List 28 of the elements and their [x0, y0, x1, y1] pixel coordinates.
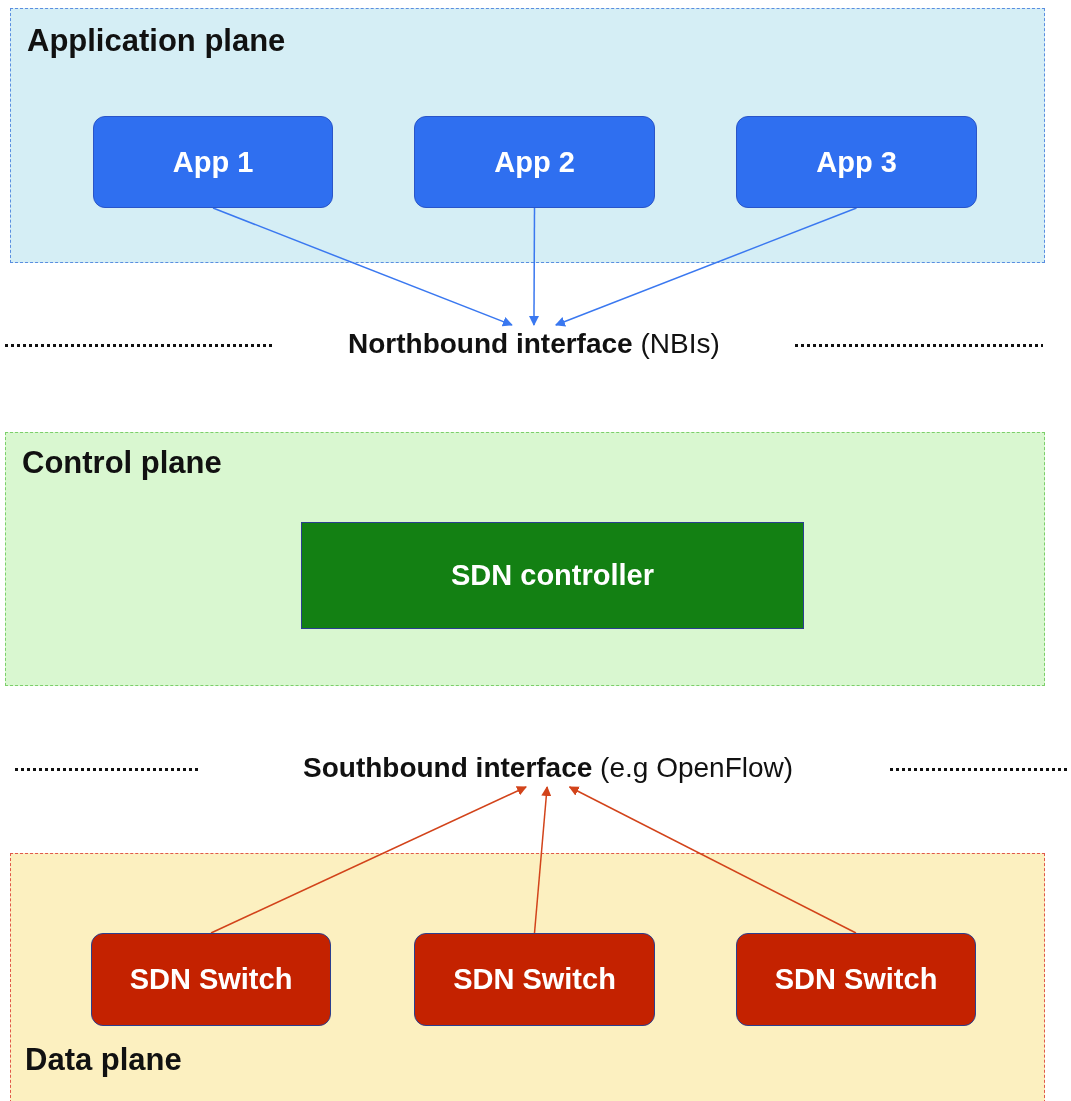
- box-label: App 1: [172, 145, 254, 179]
- app-box: [736, 116, 977, 208]
- plane-band: [10, 8, 1045, 263]
- controller-box: [301, 522, 804, 629]
- plane-band: [5, 432, 1045, 686]
- arrow: [210, 786, 527, 934]
- arrow: [533, 786, 552, 934]
- plane-band: [10, 853, 1045, 1101]
- switch-box: [736, 933, 976, 1026]
- box-label: SDN Switch: [774, 963, 938, 996]
- app-box: [414, 116, 655, 208]
- plane-title: Application plane: [27, 23, 286, 59]
- arrow: [529, 207, 539, 326]
- switch-box: [91, 933, 331, 1026]
- plane-title: Control plane: [22, 445, 222, 481]
- switch-box: [414, 933, 655, 1026]
- app-box: [93, 116, 333, 208]
- interface-label: Northbound interface (NBIs): [344, 328, 724, 360]
- interface-label: Southbound interface (e.g OpenFlow): [299, 752, 798, 784]
- box-label: App 3: [816, 145, 897, 179]
- arrow: [554, 207, 858, 327]
- arrow: [568, 786, 857, 934]
- plane-title: Data plane: [25, 1042, 182, 1078]
- arrow: [212, 207, 513, 327]
- box-label: SDN Switch: [129, 963, 293, 996]
- box-label: SDN Switch: [453, 963, 616, 996]
- box-label: SDN controller: [451, 559, 654, 592]
- box-label: App 2: [494, 145, 575, 179]
